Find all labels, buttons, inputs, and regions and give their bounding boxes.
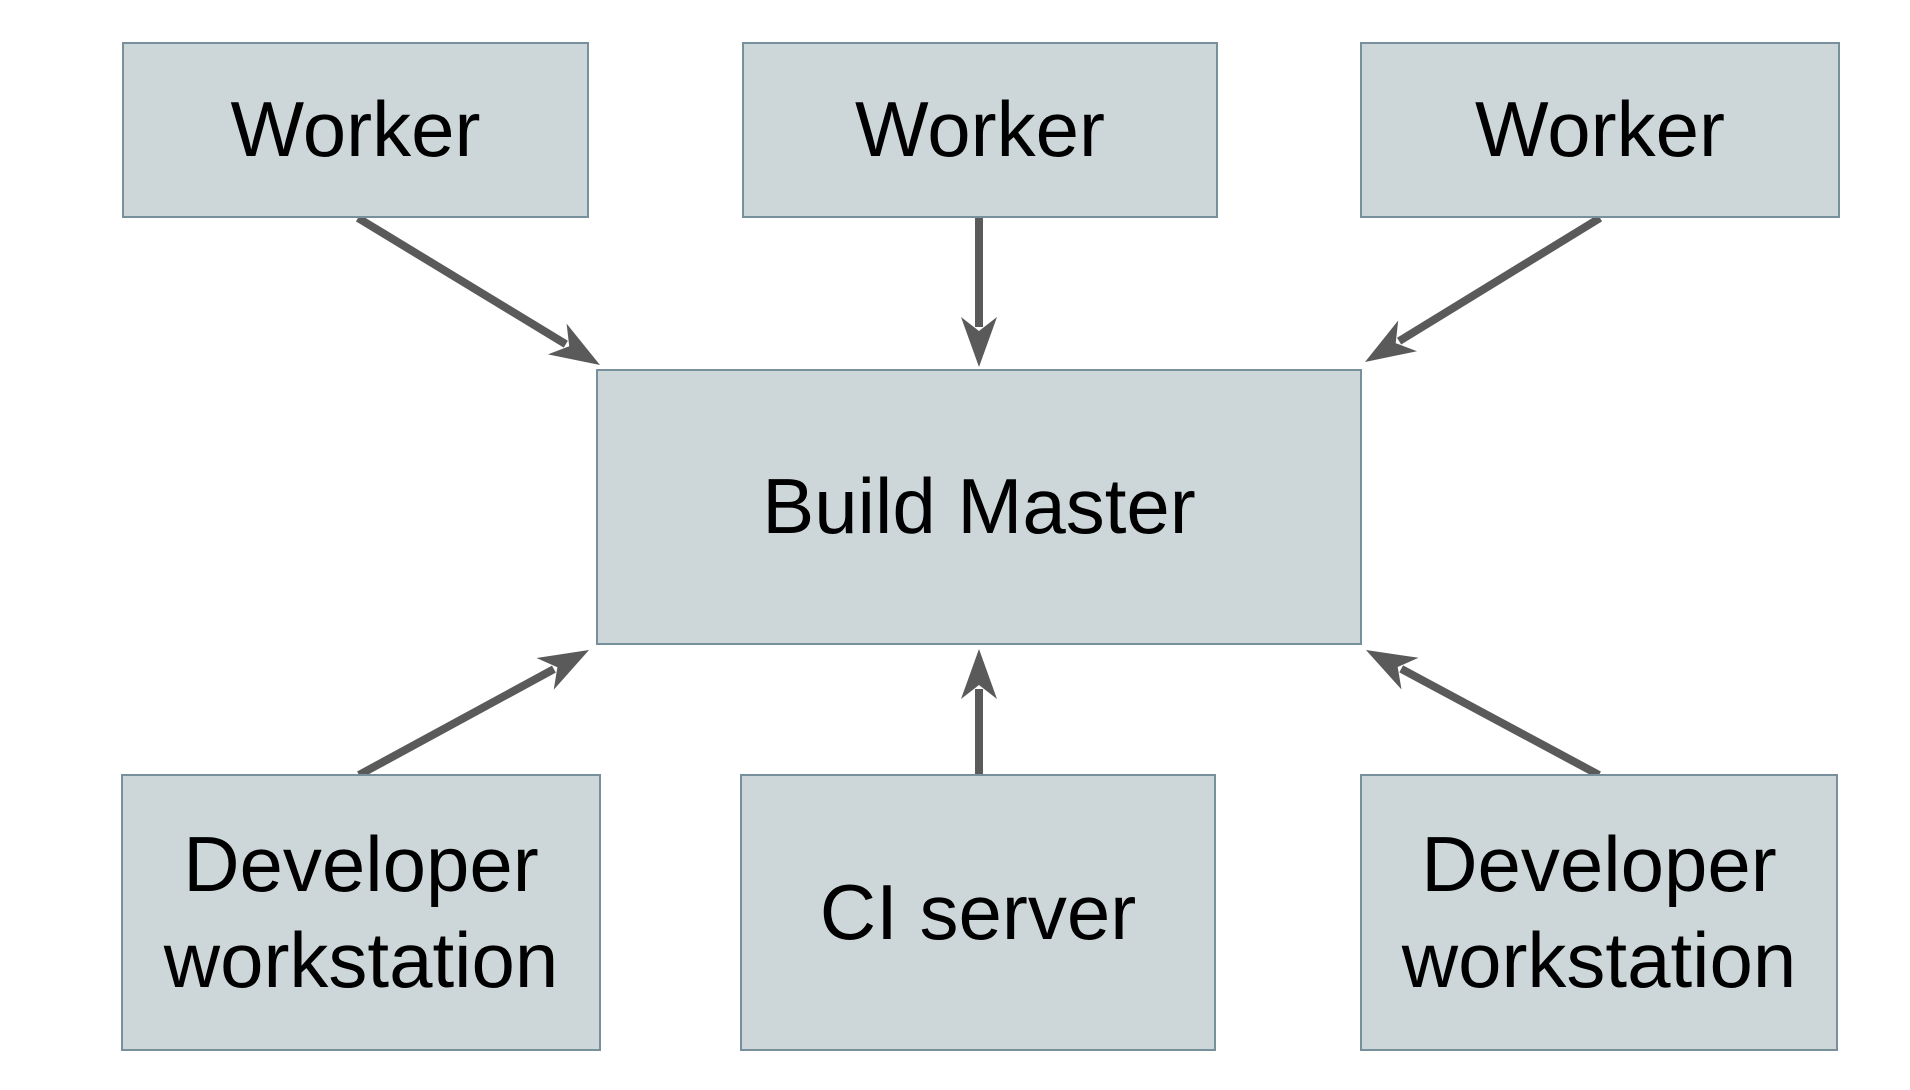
node-build-master-label: Build Master — [762, 462, 1196, 551]
node-developer-workstation-left-label: Developer workstation — [163, 820, 559, 1004]
node-worker-3-label: Worker — [1475, 85, 1725, 174]
node-ci-server: CI server — [740, 774, 1216, 1051]
node-worker-2-label: Worker — [855, 85, 1105, 174]
node-developer-workstation-right: Developer workstation — [1360, 774, 1838, 1051]
node-worker-3: Worker — [1360, 42, 1840, 218]
node-ci-server-label: CI server — [819, 867, 1137, 956]
node-developer-workstation-right-label: Developer workstation — [1401, 820, 1797, 1004]
node-build-master: Build Master — [596, 369, 1362, 645]
arrow-developer-workstation-left-to-build-master — [357, 650, 590, 779]
node-worker-2: Worker — [742, 42, 1218, 218]
arrow-worker-3-to-build-master — [1364, 214, 1603, 362]
node-developer-workstation-left: Developer workstation — [121, 774, 601, 1051]
node-worker-1-label: Worker — [230, 85, 481, 174]
arrow-developer-workstation-right-to-build-master — [1365, 649, 1601, 779]
arrow-worker-1-to-build-master — [355, 214, 600, 365]
node-worker-1: Worker — [122, 42, 589, 218]
